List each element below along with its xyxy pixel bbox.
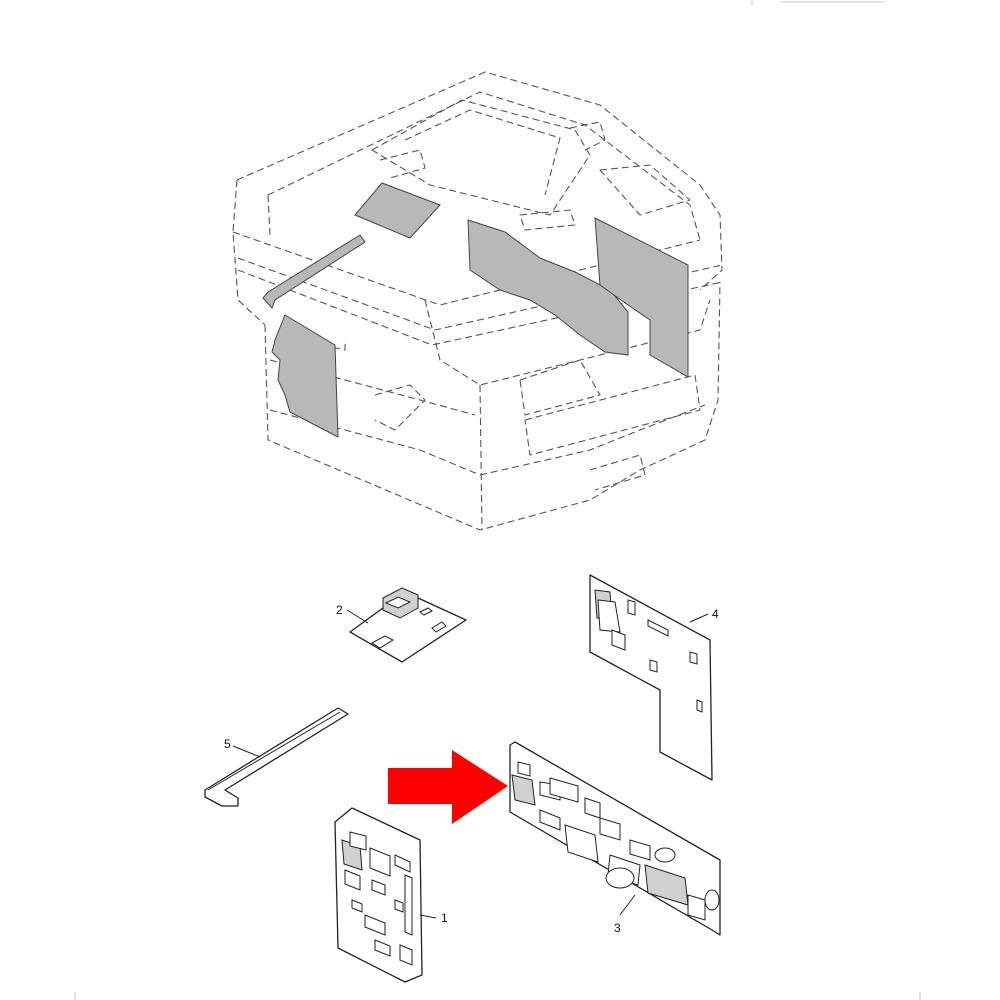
label-part-5: 5 — [224, 737, 231, 751]
callouts: 1 2 3 4 5 — [224, 603, 719, 935]
part-2-board — [349, 587, 467, 663]
location-part-5 — [262, 234, 366, 309]
location-part-4 — [594, 217, 689, 378]
board-locations — [262, 182, 689, 438]
leader-part-3 — [619, 894, 636, 916]
part-3-board — [509, 741, 721, 936]
part-5-cable — [204, 707, 349, 807]
location-part-1 — [271, 314, 339, 438]
leader-part-5 — [232, 745, 261, 758]
label-part-2: 2 — [336, 603, 343, 617]
label-part-4: 4 — [712, 607, 719, 621]
leader-part-1 — [419, 914, 437, 919]
page-corner-marks — [74, 0, 921, 1000]
label-part-3: 3 — [614, 921, 621, 935]
location-part-2 — [354, 182, 441, 239]
location-part-3 — [467, 219, 629, 356]
leader-part-2 — [346, 609, 369, 624]
label-part-1: 1 — [441, 911, 448, 925]
highlight-arrow — [388, 750, 508, 824]
part-4-board — [589, 574, 713, 781]
leader-part-4 — [689, 613, 709, 623]
part-1-board — [334, 807, 423, 983]
